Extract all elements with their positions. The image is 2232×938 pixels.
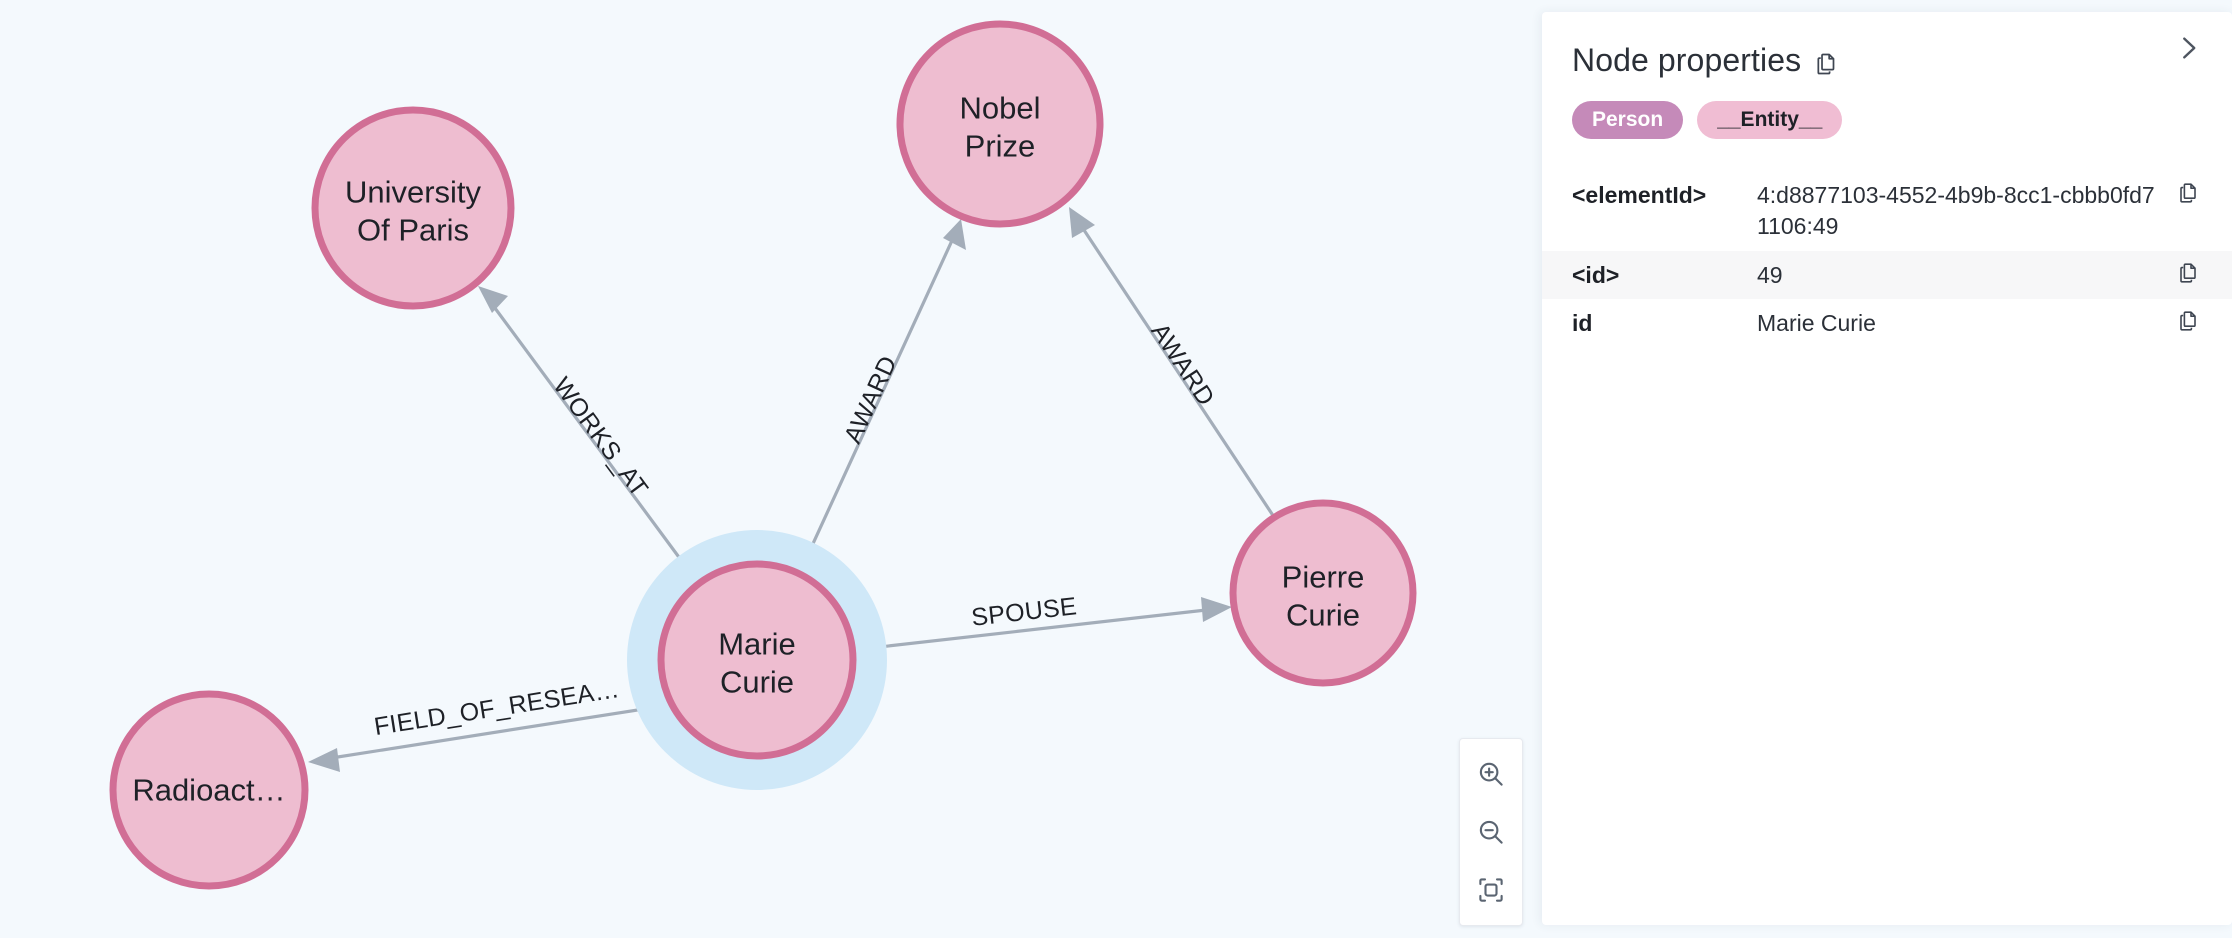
- copy-property-id-internal-button[interactable]: [2172, 260, 2206, 285]
- zoom-out-button[interactable]: [1468, 809, 1514, 855]
- edge-field-of-research[interactable]: FIELD_OF_RESEA…: [308, 675, 664, 772]
- node-label-pierre-curie-line2: Curie: [1286, 598, 1360, 633]
- node-label-marie-curie-line2: Curie: [720, 665, 794, 700]
- property-key: <elementId>: [1572, 182, 1707, 208]
- node-label-university-of-paris-line1: University: [345, 175, 482, 210]
- edge-label-award-marie: AWARD: [839, 352, 903, 448]
- copy-property-elementid-button[interactable]: [2172, 180, 2206, 205]
- property-value: 49: [1757, 261, 1783, 288]
- node-label-chips: Person __Entity__: [1542, 79, 2232, 139]
- property-row-elementid: <elementId> 4:d8877103-4552-4b9b-8cc1-cb…: [1542, 171, 2232, 251]
- copy-property-id-button[interactable]: [2172, 308, 2206, 333]
- copy-icon: [2180, 311, 2196, 332]
- page-title: Node properties: [1572, 42, 1802, 78]
- property-key: id: [1572, 310, 1593, 337]
- node-nobel-prize[interactable]: Nobel Prize: [896, 20, 1104, 228]
- property-row-id: id Marie Curie: [1542, 299, 2232, 348]
- property-row-id-internal: <id> 49: [1542, 250, 2232, 300]
- node-properties-panel: Node properties Person __Entity__: [1542, 12, 2232, 925]
- node-pierre-curie[interactable]: Pierre Curie: [1229, 499, 1417, 687]
- panel-header: Node properties: [1542, 12, 2232, 79]
- zoom-in-icon: [1479, 762, 1503, 786]
- copy-icon: [2180, 183, 2196, 203]
- collapse-panel-button[interactable]: [2166, 26, 2210, 70]
- chip-text: __Entity__: [1717, 108, 1823, 131]
- chip-text: Person: [1592, 108, 1664, 131]
- zoom-in-button[interactable]: [1468, 751, 1514, 797]
- fit-to-screen-button[interactable]: [1468, 867, 1514, 913]
- edge-award-pierre[interactable]: AWARD: [1069, 207, 1276, 518]
- edge-label-works-at: WORKS_AT: [547, 372, 653, 502]
- node-label-chip-entity[interactable]: __Entity__: [1697, 101, 1843, 139]
- edge-label-award-pierre: AWARD: [1145, 318, 1220, 411]
- edge-spouse[interactable]: SPOUSE: [852, 592, 1232, 652]
- node-label-chip-person[interactable]: Person: [1572, 101, 1684, 139]
- property-value: Marie Curie: [1757, 310, 1876, 337]
- node-label-nobel-prize-line2: Prize: [965, 129, 1036, 164]
- node-marie-curie[interactable]: Marie Curie: [627, 530, 887, 790]
- fit-to-screen-icon: [1479, 878, 1503, 902]
- copy-icon: [2180, 263, 2196, 283]
- property-value: 4:d8877103-4552-4b9b-8cc1-cbbb0fd71106:4…: [1757, 182, 2155, 239]
- zoom-out-icon: [1479, 820, 1503, 844]
- edge-works-at[interactable]: WORKS_AT: [478, 286, 700, 584]
- node-label-nobel-prize-line1: Nobel: [960, 91, 1041, 126]
- properties-table: <elementId> 4:d8877103-4552-4b9b-8cc1-cb…: [1542, 171, 2232, 348]
- node-radioactivity[interactable]: Radioact…: [109, 690, 309, 890]
- node-label-marie-curie-line1: Marie: [718, 627, 796, 662]
- copy-all-properties-icon[interactable]: [1814, 51, 1840, 77]
- zoom-controls: [1459, 738, 1523, 926]
- node-university-of-paris[interactable]: University Of Paris: [311, 106, 515, 310]
- edge-award-marie[interactable]: AWARD: [798, 219, 966, 573]
- node-label-university-of-paris-line2: Of Paris: [357, 213, 469, 248]
- chevron-right-icon: [2183, 37, 2196, 59]
- property-key: <id>: [1572, 261, 1620, 288]
- node-label-radioactivity-line1: Radioact…: [132, 773, 285, 808]
- node-label-pierre-curie-line1: Pierre: [1282, 560, 1365, 595]
- copy-icon: [1817, 53, 1835, 74]
